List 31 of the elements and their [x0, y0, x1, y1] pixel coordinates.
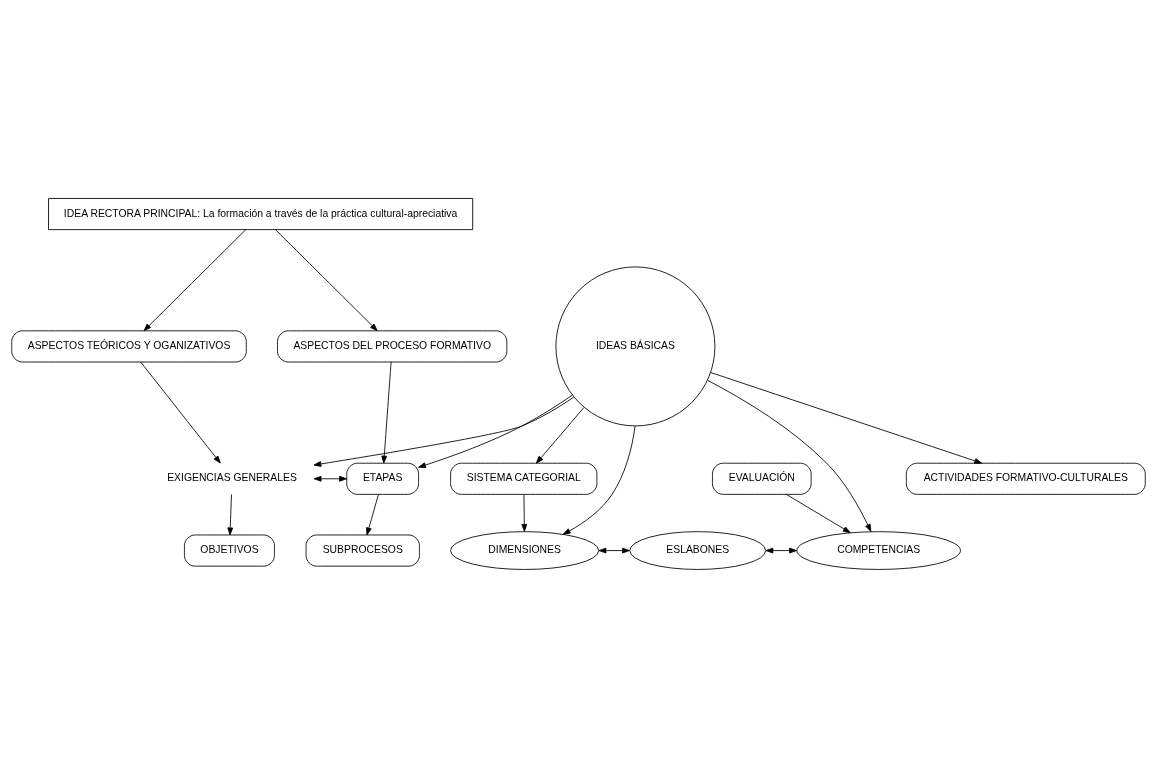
- node-circle: IDEAS BÁSICAS: [555, 265, 716, 426]
- node-box: SUBPROCESOS: [305, 534, 420, 567]
- node-box: OBJETIVOS: [184, 534, 275, 567]
- arrow: [313, 475, 347, 482]
- arrow: [366, 493, 379, 535]
- arrow: [786, 493, 851, 533]
- node-box: SISTEMA CATEGORIAL: [450, 462, 598, 495]
- node-box: ASPECTOS TEÓRICOS Y OGANIZATIVOS: [11, 329, 247, 362]
- arrow: [562, 425, 636, 535]
- node-box: ASPECTOS DEL PROCESO FORMATIVO: [277, 329, 508, 362]
- node-box: EVALUACIÓN: [712, 462, 812, 495]
- node-ellipse: DIMENSIONES: [450, 530, 600, 570]
- node-ellipse: ESLABONES: [629, 530, 767, 570]
- arrow: [227, 493, 234, 535]
- node-box: ETAPAS: [346, 462, 419, 495]
- arrow: [381, 361, 392, 463]
- arrow: [521, 493, 528, 532]
- node-text: EXIGENCIAS GENERALES: [167, 471, 297, 483]
- arrow: [140, 361, 221, 463]
- arrow: [418, 394, 573, 468]
- node-box: IDEA RECTORA PRINCIPAL: La formación a través de la práctica cultural-apreciativa: [48, 197, 474, 230]
- arrow: [765, 547, 797, 553]
- arrow: [598, 547, 630, 553]
- node-ellipse: COMPETENCIAS: [796, 530, 961, 570]
- arrow: [710, 371, 983, 464]
- arrow: [707, 379, 872, 532]
- arrow: [535, 406, 585, 464]
- arrow: [143, 228, 247, 331]
- arrow: [275, 228, 378, 331]
- node-box: ACTIVIDADES FORMATIVO-CULTURALES: [905, 462, 1146, 495]
- arrow: [313, 396, 575, 467]
